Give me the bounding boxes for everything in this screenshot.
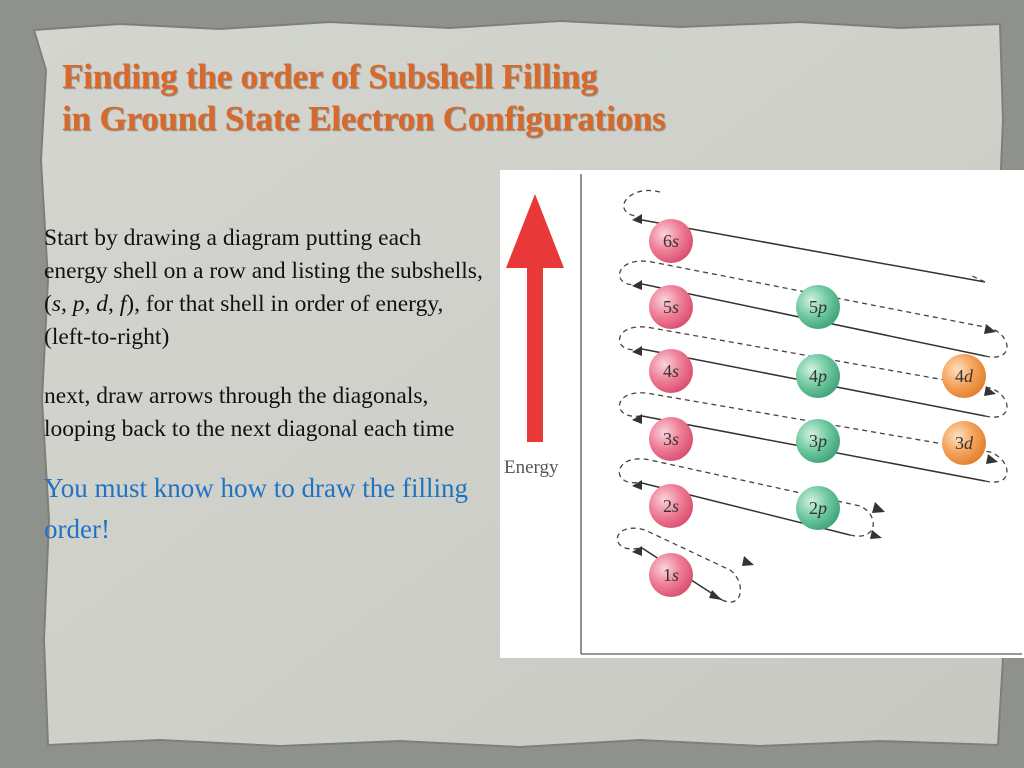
diagonal-6s — [641, 219, 986, 283]
italic-p: p — [72, 291, 85, 317]
arrowhead-icon — [632, 480, 642, 490]
orbital-2p — [796, 486, 840, 530]
label-6s: 6s — [663, 231, 679, 251]
arrowhead-icon — [984, 324, 996, 334]
para1-text-b: ), for that shell in order of energy, (l… — [44, 291, 444, 350]
orbital-4s — [649, 349, 693, 393]
orbital-3p — [796, 419, 840, 463]
orbital-2s — [649, 484, 693, 528]
italic-f: f — [119, 291, 127, 317]
loop-6 — [969, 274, 986, 283]
paragraph-emphasis: You must know how to draw the filling or… — [44, 473, 469, 544]
slide-body: Start by drawing a diagram putting each … — [44, 222, 484, 576]
label-3p: 3p — [809, 431, 827, 451]
italic-d: d — [96, 291, 108, 317]
label-4s: 4s — [663, 361, 679, 381]
orbital-labels: 6s 5s 5p 4s 4p 4d 3s 3p 3d 2s 2p 1s — [663, 231, 974, 585]
sep-1: , — [60, 291, 73, 317]
loop-1 — [616, 527, 742, 603]
orbital-circles — [649, 219, 986, 597]
arrowhead-icon — [632, 414, 642, 424]
arrowhead-icon — [742, 556, 754, 566]
title-line-2: in Ground State Electron Configurations — [62, 99, 666, 138]
arrowhead-icon — [872, 502, 885, 513]
label-2s: 2s — [663, 496, 679, 516]
loop-2 — [618, 458, 874, 537]
energy-axis-label: Energy — [504, 457, 559, 478]
arrowhead-icon — [709, 590, 722, 600]
filling-order-diagram: Energy — [500, 170, 1024, 658]
label-1s: 1s — [663, 565, 679, 585]
arrowhead-icon — [986, 454, 998, 464]
arrowhead-icon — [632, 214, 642, 224]
sep-3: , — [107, 291, 120, 317]
orbital-3s — [649, 417, 693, 461]
orbital-1s — [649, 553, 693, 597]
arrowhead-icon — [632, 546, 642, 556]
orbital-4d — [942, 354, 986, 398]
paragraph-arrow-instructions: next, draw arrows through the diagonals,… — [44, 383, 455, 442]
arrowhead-icon — [632, 280, 642, 290]
energy-arrow-icon — [506, 194, 564, 442]
orbital-5s — [649, 285, 693, 329]
label-3d: 3d — [955, 433, 974, 453]
label-4d: 4d — [955, 366, 974, 386]
arrowhead-icon — [632, 346, 642, 356]
italic-s: s — [51, 291, 61, 317]
arrowheads — [632, 214, 998, 600]
paragraph-diagram-instructions: Start by drawing a diagram putting each … — [44, 222, 484, 354]
dashed-loops — [616, 189, 1008, 603]
orbital-6s — [649, 219, 693, 263]
diagram-panel — [500, 170, 1024, 658]
arrowhead-icon — [870, 530, 882, 539]
title-line-1: Finding the order of Subshell Filling — [62, 57, 598, 96]
arrowhead-icon — [984, 386, 996, 396]
orbital-4p — [796, 354, 840, 398]
loop-5 — [618, 260, 1008, 358]
label-4p: 4p — [809, 366, 827, 386]
loop-3 — [618, 392, 1008, 483]
para1-text-a: Start by drawing a diagram putting each … — [44, 225, 483, 317]
slide-title: Finding the order of Subshell Filling in… — [62, 56, 962, 140]
label-5p: 5p — [809, 297, 827, 317]
label-2p: 2p — [809, 498, 827, 518]
orbital-5p — [796, 285, 840, 329]
sep-2: , — [84, 291, 97, 317]
orbital-3d — [942, 421, 986, 465]
loop-4 — [618, 326, 1008, 418]
label-5s: 5s — [663, 297, 679, 317]
label-3s: 3s — [663, 429, 679, 449]
